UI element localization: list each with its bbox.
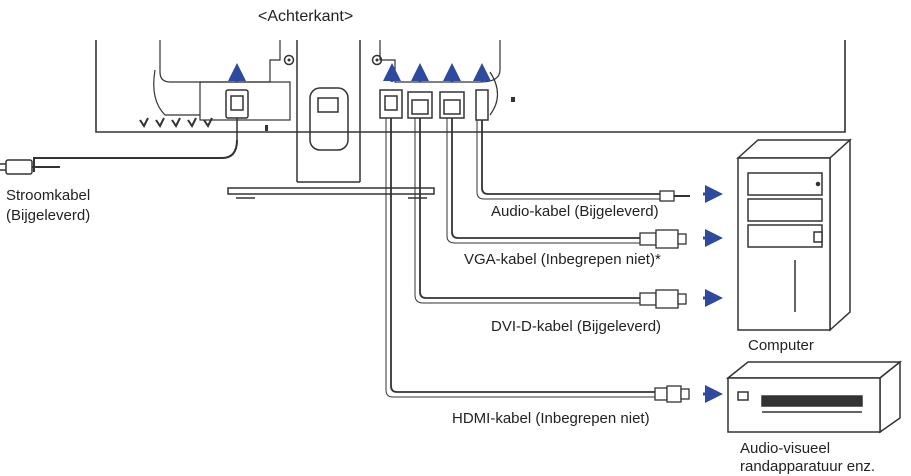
- audio-cable-label: Audio-kabel (Bijgeleverd): [491, 203, 659, 220]
- vga-cable: [451, 118, 640, 239]
- audio-cable: [481, 120, 660, 195]
- av-device-label-line2: randapparatuur enz.: [740, 458, 876, 475]
- av-device: [725, 360, 903, 434]
- power-connector: [225, 89, 249, 140]
- vga-connector: [439, 91, 465, 119]
- power-cable-label-line1: Stroomkabel: [6, 187, 91, 204]
- av-device-label-line1: Audio-visueel: [740, 440, 831, 457]
- dvi-cable-label: DVI-D-kabel (Bijgeleverd): [491, 318, 662, 335]
- computer-tower: [736, 138, 852, 332]
- screw-hole-right: [371, 54, 383, 66]
- audio-plug: [659, 190, 690, 202]
- dvi-plug: [639, 289, 687, 309]
- port-arrows: [228, 63, 491, 82]
- power-cable-label-line2: (Bijgeleverd): [6, 207, 91, 224]
- vga-cable-label: VGA-kabel (Inbegrepen niet)*: [464, 251, 661, 268]
- hdmi-cable-label: HDMI-kabel (Inbegrepen niet): [452, 410, 650, 427]
- computer-label: Computer: [748, 337, 814, 354]
- direction-arrows: [703, 185, 723, 403]
- diagram-title: <Achterkant>: [258, 8, 354, 25]
- audio-connector: [475, 89, 489, 121]
- power-plug: [0, 159, 33, 175]
- stand-neck: [296, 40, 361, 183]
- monitor-back: [95, 40, 846, 133]
- stand-base: [227, 187, 435, 199]
- control-buttons: [139, 117, 213, 128]
- hdmi-cable: [390, 118, 655, 393]
- power-cable: [33, 139, 238, 172]
- dvi-cable: [419, 118, 640, 299]
- vga-plug: [639, 229, 687, 249]
- screw-hole-left: [283, 54, 295, 66]
- hdmi-plug: [654, 385, 690, 403]
- hdmi-connector: [379, 89, 403, 119]
- dvi-connector: [407, 91, 433, 119]
